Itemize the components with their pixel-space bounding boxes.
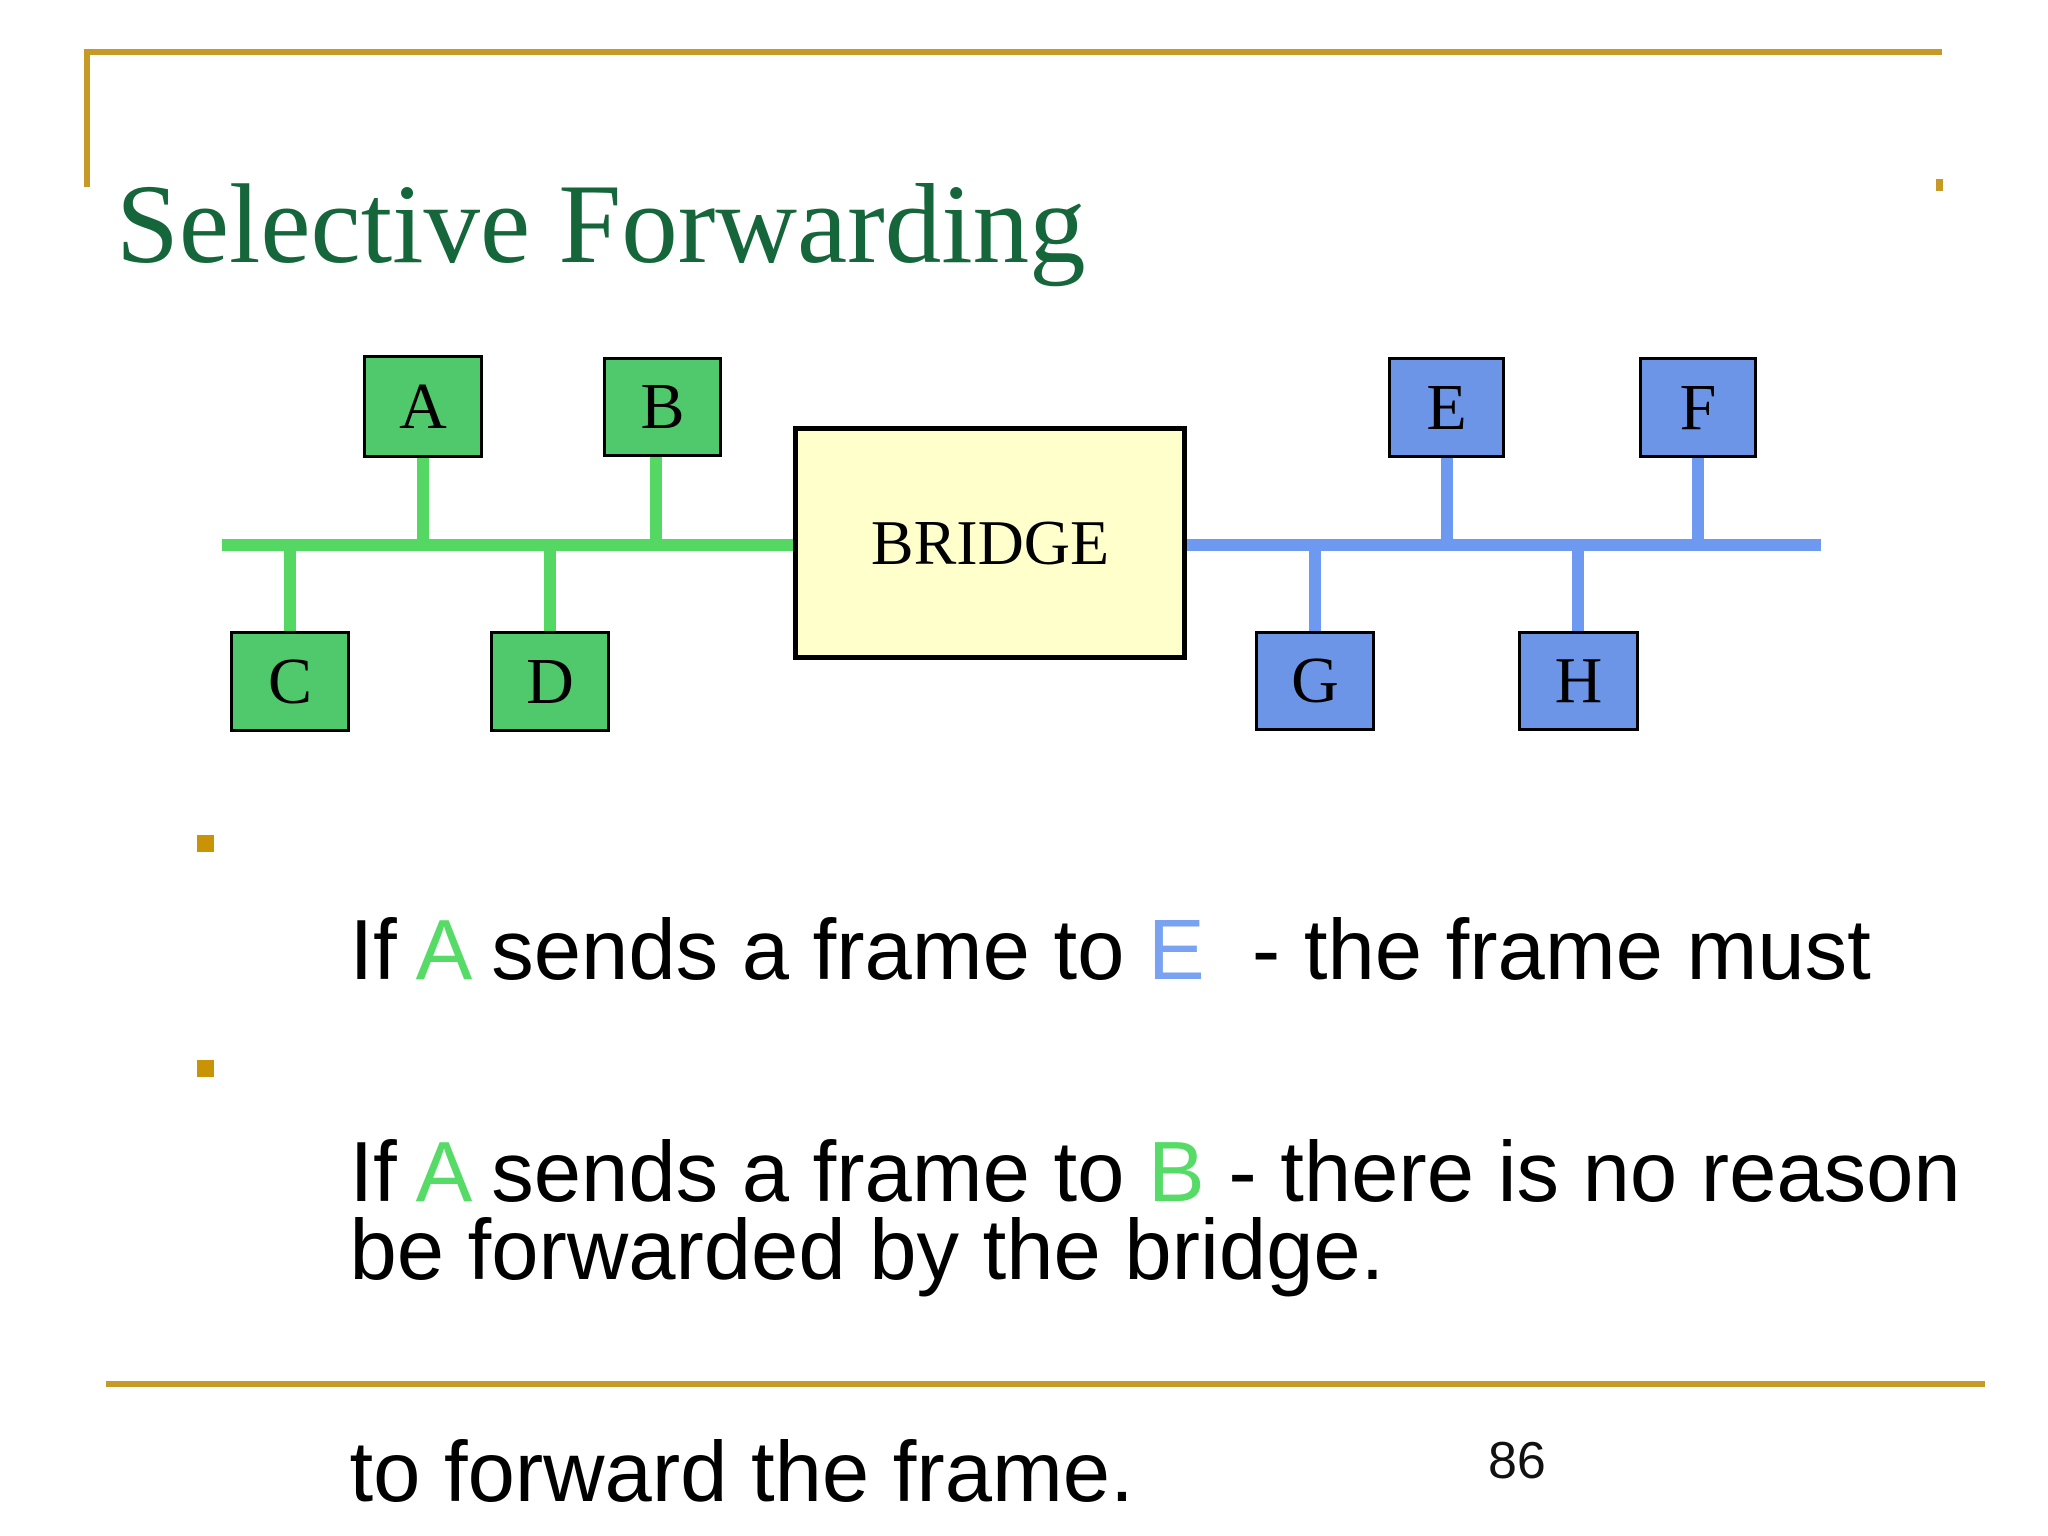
bullet-segment: to forward the frame.: [349, 1425, 1134, 1520]
bullet-2-line-1: If A sends a frame to B - there is no re…: [255, 1023, 1960, 1323]
stem-node-d: [544, 548, 556, 638]
stem-node-e: [1441, 450, 1453, 540]
bullet-segment-node-b: B: [1148, 1125, 1205, 1220]
stem-node-a: [417, 450, 429, 540]
node-label-c: C: [267, 644, 313, 718]
slide-title: Selective Forwarding: [116, 162, 1086, 287]
bullet-segment: - the frame must: [1204, 903, 1871, 998]
node-box-e: E: [1388, 357, 1505, 458]
bullet-item-1: If A sends a frame to E - the frame must…: [255, 801, 1955, 1401]
node-box-c: C: [230, 631, 350, 732]
stem-node-c: [284, 548, 296, 638]
left-border-line: [84, 49, 90, 187]
left-lan-bus-line: [222, 539, 797, 551]
node-box-a: A: [363, 355, 483, 458]
bullet-segment: If: [349, 1125, 416, 1220]
bullet-marker-icon: [197, 1060, 214, 1077]
node-box-f: F: [1639, 357, 1757, 458]
stem-node-f: [1692, 450, 1704, 540]
bottom-border-line: [106, 1381, 1985, 1387]
bullet-1-line-2: be forwarded by the bridge.: [255, 1101, 1955, 1401]
bridge-box: BRIDGE: [793, 426, 1187, 660]
stem-node-h: [1572, 548, 1584, 638]
right-border-stub: [1936, 179, 1943, 191]
stem-node-b: [650, 450, 662, 540]
bullet-segment: If: [349, 903, 416, 998]
node-label-f: F: [1679, 370, 1717, 444]
bullet-marker-icon: [197, 835, 214, 852]
node-box-h: H: [1518, 631, 1639, 731]
top-border-line: [84, 49, 1942, 55]
bridge-label: BRIDGE: [870, 507, 1110, 578]
node-box-b: B: [603, 357, 722, 457]
bullet-segment-node-a: A: [415, 903, 468, 998]
node-label-b: B: [640, 370, 685, 443]
node-label-d: D: [526, 644, 574, 718]
node-label-a: A: [399, 369, 447, 443]
page-number: 86: [1488, 1432, 1546, 1490]
node-box-d: D: [490, 631, 610, 732]
bullet-segment: sends a frame to: [467, 1125, 1148, 1220]
bullet-segment: be forwarded by the bridge.: [349, 1203, 1385, 1298]
bullet-segment: sends a frame to: [467, 903, 1148, 998]
stem-node-g: [1309, 548, 1321, 638]
node-label-e: E: [1426, 370, 1467, 444]
node-label-g: G: [1291, 644, 1339, 717]
bullet-segment: - there is no reason: [1204, 1125, 1961, 1220]
node-box-g: G: [1255, 631, 1375, 731]
node-label-h: H: [1554, 644, 1603, 717]
bullet-segment-node-e: E: [1148, 903, 1205, 998]
bullet-1-line-1: If A sends a frame to E - the frame must: [255, 801, 1955, 1101]
bullet-item-2: If A sends a frame to B - there is no re…: [255, 1023, 1960, 1536]
right-lan-bus-line: [1185, 539, 1821, 551]
bullet-segment-node-a: A: [415, 1125, 468, 1220]
bullet-2-line-2: to forward the frame.: [255, 1323, 1955, 1536]
